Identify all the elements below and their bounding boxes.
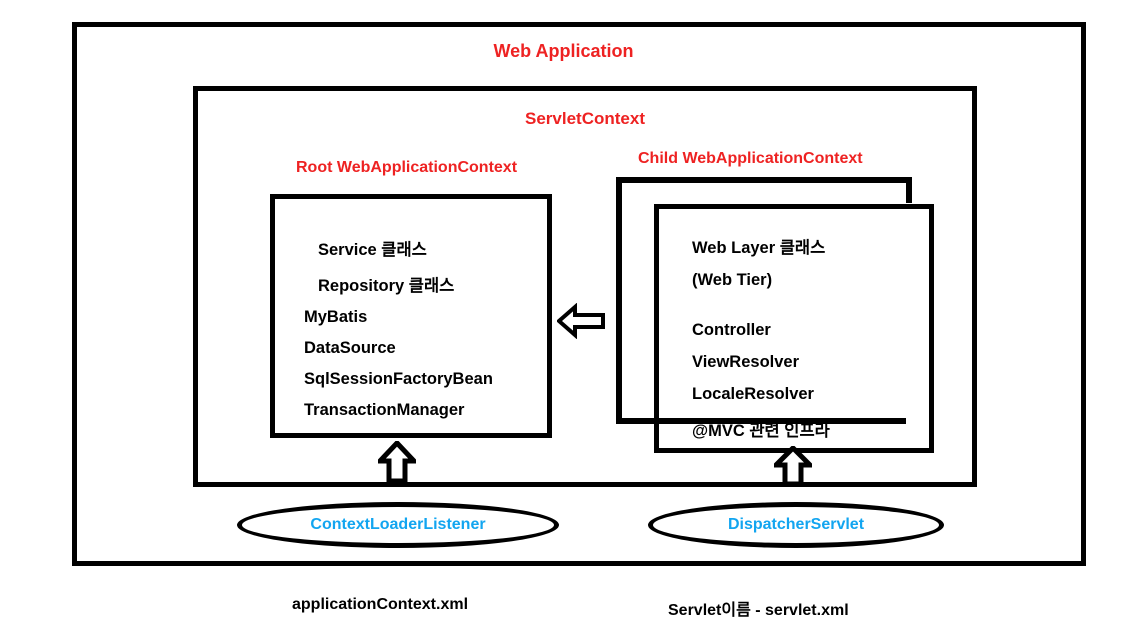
context-loader-listener-ellipse[interactable]: ContextLoaderListener <box>237 502 559 548</box>
root-line-transactionmanager: TransactionManager <box>304 401 465 419</box>
web-layer-content: Web Layer 클래스 (Web Tier) Controller View… <box>692 234 830 454</box>
servlet-context-label: ServletContext <box>525 109 645 128</box>
web-line-localeresolver: LocaleResolver <box>692 385 814 403</box>
child-web-application-context-bracket <box>616 177 912 424</box>
servlet-context-box <box>193 86 977 487</box>
root-web-application-context-label: Root WebApplicationContext <box>296 159 518 176</box>
web-line-mvc-infra: @MVC 관련 인프라 <box>692 422 830 440</box>
web-line-webtier: (Web Tier) <box>692 271 773 289</box>
root-line-sqlsessionfactorybean: SqlSessionFactoryBean <box>304 370 493 388</box>
web-line-controller: Controller <box>692 321 771 339</box>
servlet-xml-caption: Servlet이름 - servlet.xml <box>668 602 849 619</box>
dispatcher-servlet-arrow <box>769 444 817 487</box>
web-application-label: Web Application <box>493 41 634 61</box>
dispatcher-servlet-label: DispatcherServlet <box>727 516 865 533</box>
root-context-content: Service 클래스 Repository 클래스 MyBatis DataS… <box>304 236 493 432</box>
root-line-datasource: DataSource <box>304 339 396 357</box>
root-web-application-context-box <box>270 194 552 438</box>
root-line-repository: Repository 클래스 <box>318 277 455 295</box>
application-context-xml-caption: applicationContext.xml <box>292 596 469 613</box>
web-application-box <box>72 22 1086 566</box>
web-line-viewresolver: ViewResolver <box>692 353 800 371</box>
child-web-application-context-label: Child WebApplicationContext <box>638 150 863 167</box>
root-line-service: Service 클래스 <box>318 241 427 259</box>
root-line-mybatis: MyBatis <box>304 308 368 326</box>
web-line-weblayer: Web Layer 클래스 <box>692 239 826 257</box>
context-loader-listener-label: ContextLoaderListener <box>310 516 486 533</box>
dispatcher-servlet-ellipse[interactable]: DispatcherServlet <box>648 502 944 548</box>
context-loader-listener-arrow <box>374 439 420 484</box>
child-to-root-arrow <box>555 302 605 340</box>
web-line-spacer <box>692 303 830 321</box>
